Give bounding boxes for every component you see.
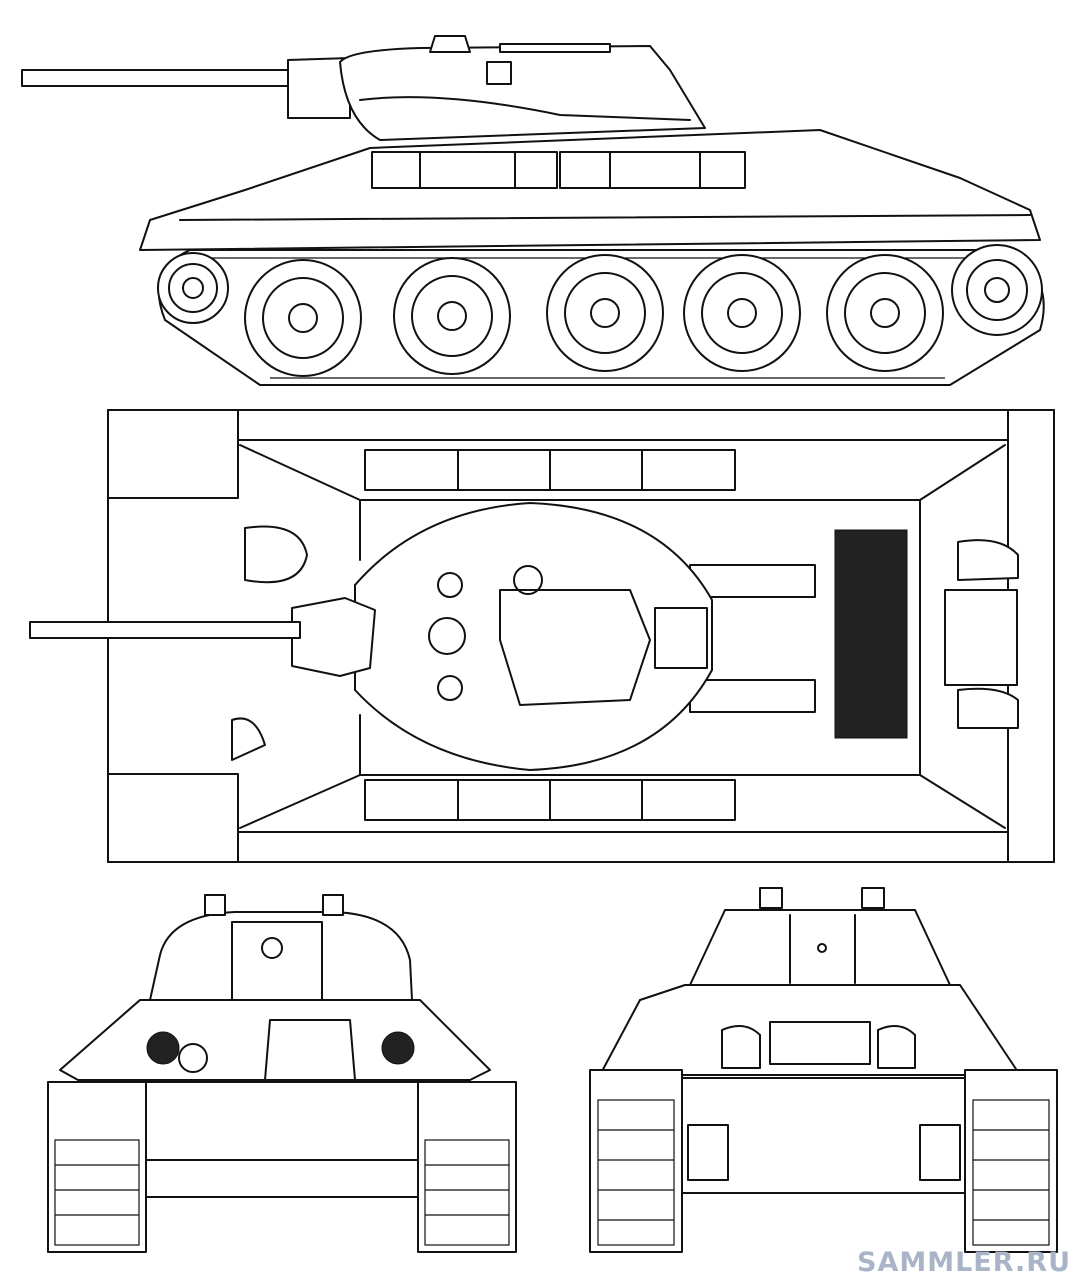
road-wheels [244, 254, 944, 377]
front-track-pattern-left [54, 1139, 140, 1246]
rear-track-pattern-right [972, 1099, 1050, 1246]
rear-track-pattern-left [597, 1099, 675, 1246]
top-view [29, 409, 1055, 863]
watermark-text: SAMMLER.RU [857, 1247, 1071, 1278]
front-view [47, 894, 517, 1253]
rear-view [589, 887, 1058, 1253]
front-track-pattern-right [424, 1139, 510, 1246]
side-view [21, 35, 1045, 386]
